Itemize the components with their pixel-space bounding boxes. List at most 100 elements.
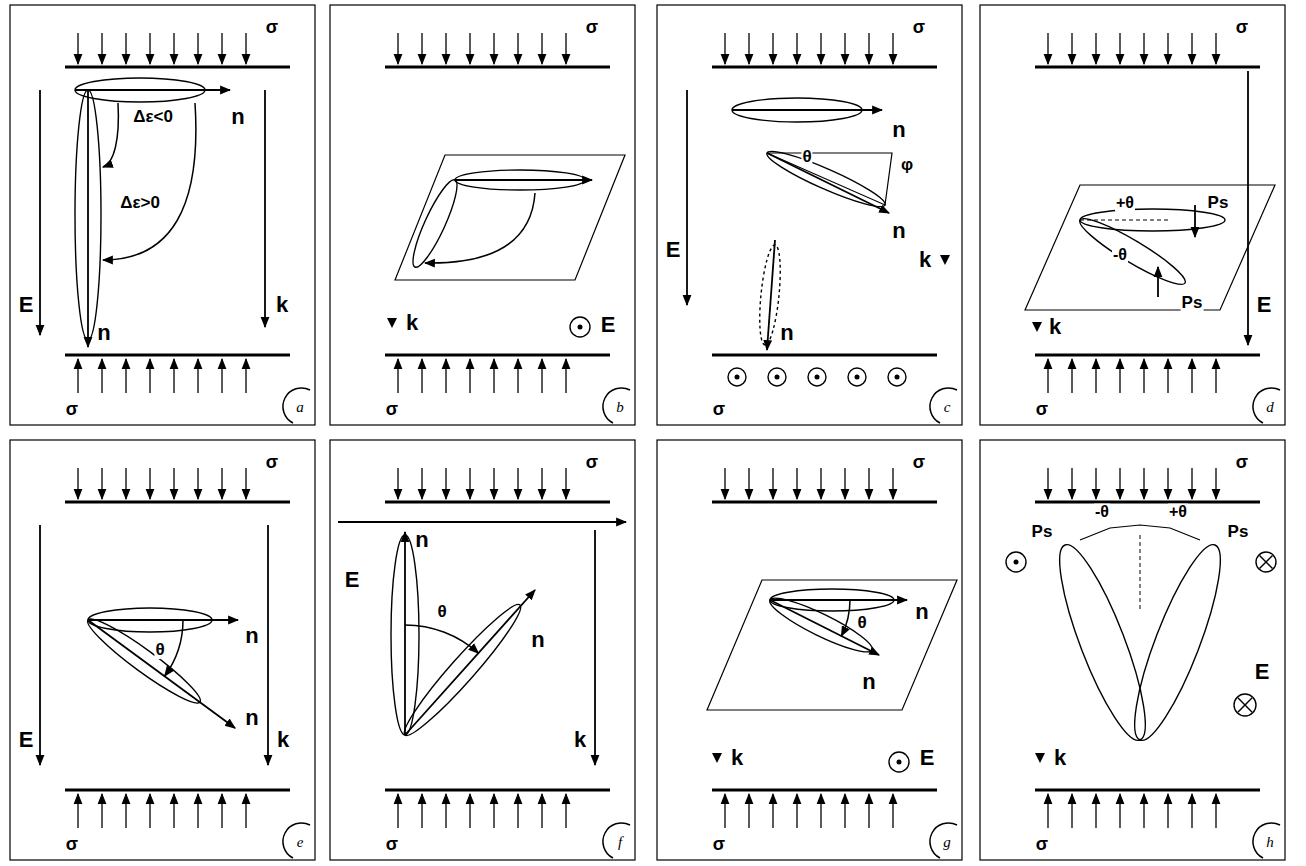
- symbol-label: Ps: [1207, 194, 1230, 212]
- electrode-plate: [385, 501, 610, 504]
- stress-arrow: [125, 33, 126, 64]
- stress-arrow: [1191, 468, 1192, 499]
- panel-frame: [980, 5, 1285, 425]
- vector-arrow: [87, 90, 89, 347]
- vector-arrow: [770, 600, 879, 655]
- panel-letter: a: [295, 400, 305, 416]
- stress-arrow: [517, 468, 518, 499]
- electrode-plate: [385, 66, 610, 69]
- stress-arrow: [517, 359, 518, 393]
- symbol-label: k: [573, 728, 587, 751]
- symbol-label: Ps: [1031, 523, 1054, 541]
- into-plane-cross: [1238, 698, 1252, 712]
- vector-arrow: [338, 521, 626, 523]
- panel-frame: [10, 440, 315, 860]
- stress-arrow: [245, 33, 246, 64]
- stress-arrow: [197, 794, 198, 828]
- molecule-ellipse: [1119, 537, 1235, 748]
- stress-arrow: [1191, 794, 1192, 828]
- plane-outline: [395, 155, 625, 280]
- panel-letter: g: [942, 835, 952, 851]
- stress-arrow: [565, 468, 566, 499]
- stress-arrow: [149, 359, 150, 393]
- rotation-arrow: [425, 193, 535, 263]
- axis-line: [1140, 535, 1141, 610]
- angle-arc: [1080, 525, 1200, 540]
- vector-arrow: [75, 89, 230, 91]
- symbol-label: σ: [1235, 453, 1249, 472]
- stress-arrow: [1095, 468, 1096, 499]
- stress-arrow: [820, 794, 821, 828]
- stress-arrow: [445, 33, 446, 64]
- symbol-label: σ: [712, 835, 726, 854]
- out-of-plane-symbol: [848, 368, 866, 386]
- vector-arrow: [455, 179, 592, 181]
- stress-arrow: [892, 33, 893, 64]
- stress-arrow: [173, 794, 174, 828]
- symbol-label: σ: [265, 18, 279, 37]
- symbol-label: -θ: [1112, 247, 1128, 264]
- stress-arrow: [892, 794, 893, 828]
- into-plane-cross: [1260, 556, 1273, 569]
- stress-arrow: [101, 794, 102, 828]
- symbol-label: E: [600, 313, 617, 336]
- symbol-label: E: [18, 293, 35, 316]
- stress-arrow: [397, 794, 398, 828]
- stress-arrow: [77, 33, 78, 64]
- stress-arrow: [748, 794, 749, 828]
- letter-bracket: [283, 388, 310, 423]
- out-of-plane-dot: [775, 375, 780, 380]
- stress-arrow: [517, 794, 518, 828]
- electrode-plate: [712, 501, 937, 504]
- stress-arrow: [1143, 468, 1144, 499]
- out-of-plane-dot: [1014, 560, 1019, 565]
- out-of-plane-symbol: [728, 368, 746, 386]
- molecule-ellipse: [1080, 209, 1225, 231]
- stress-arrow: [1047, 794, 1048, 828]
- stress-arrow: [844, 33, 845, 64]
- stress-arrow: [221, 468, 222, 499]
- stress-arrow: [1071, 794, 1072, 828]
- rotation-arrow: [103, 103, 196, 260]
- stress-arrow: [173, 359, 174, 393]
- into-plane-symbol: [1256, 552, 1276, 572]
- out-of-plane-symbol: [1006, 552, 1026, 572]
- panel: [657, 5, 962, 425]
- stress-arrow: [197, 468, 198, 499]
- electrode-plate: [65, 66, 290, 69]
- letter-bracket: [603, 388, 630, 423]
- symbol-label: n: [861, 670, 876, 693]
- stress-arrow: [541, 359, 542, 393]
- symbol-label: θ: [856, 614, 867, 632]
- panel-letter: e: [296, 835, 305, 851]
- wave-vector-mark: [1035, 753, 1045, 763]
- vector-arrow: [1247, 71, 1249, 345]
- stress-arrow: [1119, 794, 1120, 828]
- stress-arrow: [541, 794, 542, 828]
- stress-arrow: [421, 359, 422, 393]
- stress-arrow: [796, 33, 797, 64]
- symbol-label: σ: [385, 835, 399, 854]
- stress-arrow: [197, 33, 198, 64]
- panel: [10, 440, 315, 860]
- stress-arrow: [565, 359, 566, 393]
- stress-arrow: [1215, 359, 1216, 393]
- letter-bracket: [1253, 823, 1280, 858]
- panel-letter: d: [1265, 400, 1275, 416]
- stress-arrow: [1215, 794, 1216, 828]
- stress-arrow: [445, 468, 446, 499]
- panel-letter: f: [617, 835, 623, 851]
- stress-arrow: [1071, 468, 1072, 499]
- stress-arrow: [101, 359, 102, 393]
- electrode-plate: [1035, 789, 1260, 792]
- stress-arrow: [796, 468, 797, 499]
- stress-arrow: [1119, 33, 1120, 64]
- symbol-label: Ps: [1181, 294, 1204, 312]
- out-of-plane-dot: [735, 375, 740, 380]
- out-of-plane-dot: [578, 325, 583, 330]
- out-of-plane-dot: [895, 375, 900, 380]
- out-of-plane-symbol: [888, 368, 906, 386]
- panel: [980, 5, 1285, 425]
- vector-arrow: [686, 90, 688, 305]
- letter-bracket: [283, 823, 310, 858]
